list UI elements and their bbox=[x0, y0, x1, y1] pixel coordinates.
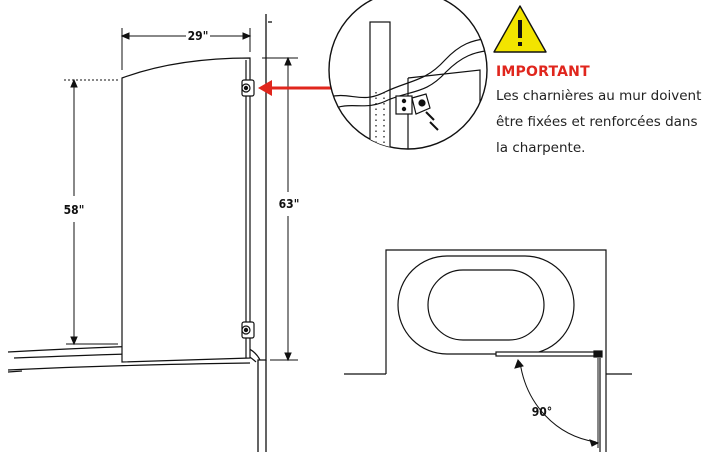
important-title: IMPORTANT bbox=[496, 64, 590, 80]
dimension-panel-height bbox=[64, 78, 118, 346]
angle-arc bbox=[514, 358, 600, 448]
warning-triangle-icon bbox=[493, 5, 547, 53]
wall-lines bbox=[257, 14, 272, 452]
dimension-width bbox=[120, 28, 252, 70]
hinge-top bbox=[241, 79, 255, 97]
glass-panel bbox=[121, 57, 251, 363]
red-arrow-icon bbox=[258, 80, 336, 96]
dimension-total-height bbox=[262, 56, 298, 362]
hinge-bottom bbox=[241, 321, 255, 339]
dimension-width-label: 29" bbox=[188, 29, 209, 43]
important-text: Les charnières au mur doivent être fixée… bbox=[496, 88, 702, 156]
important-note: IMPORTANT Les charnières au mur doivent … bbox=[496, 64, 706, 161]
dimension-total-height-label: 63" bbox=[279, 197, 300, 211]
angle-label: 90° bbox=[532, 405, 552, 419]
dimension-panel-height-label: 58" bbox=[64, 203, 85, 217]
hinge-detail-circle bbox=[328, 0, 488, 150]
plan-view bbox=[344, 249, 632, 452]
